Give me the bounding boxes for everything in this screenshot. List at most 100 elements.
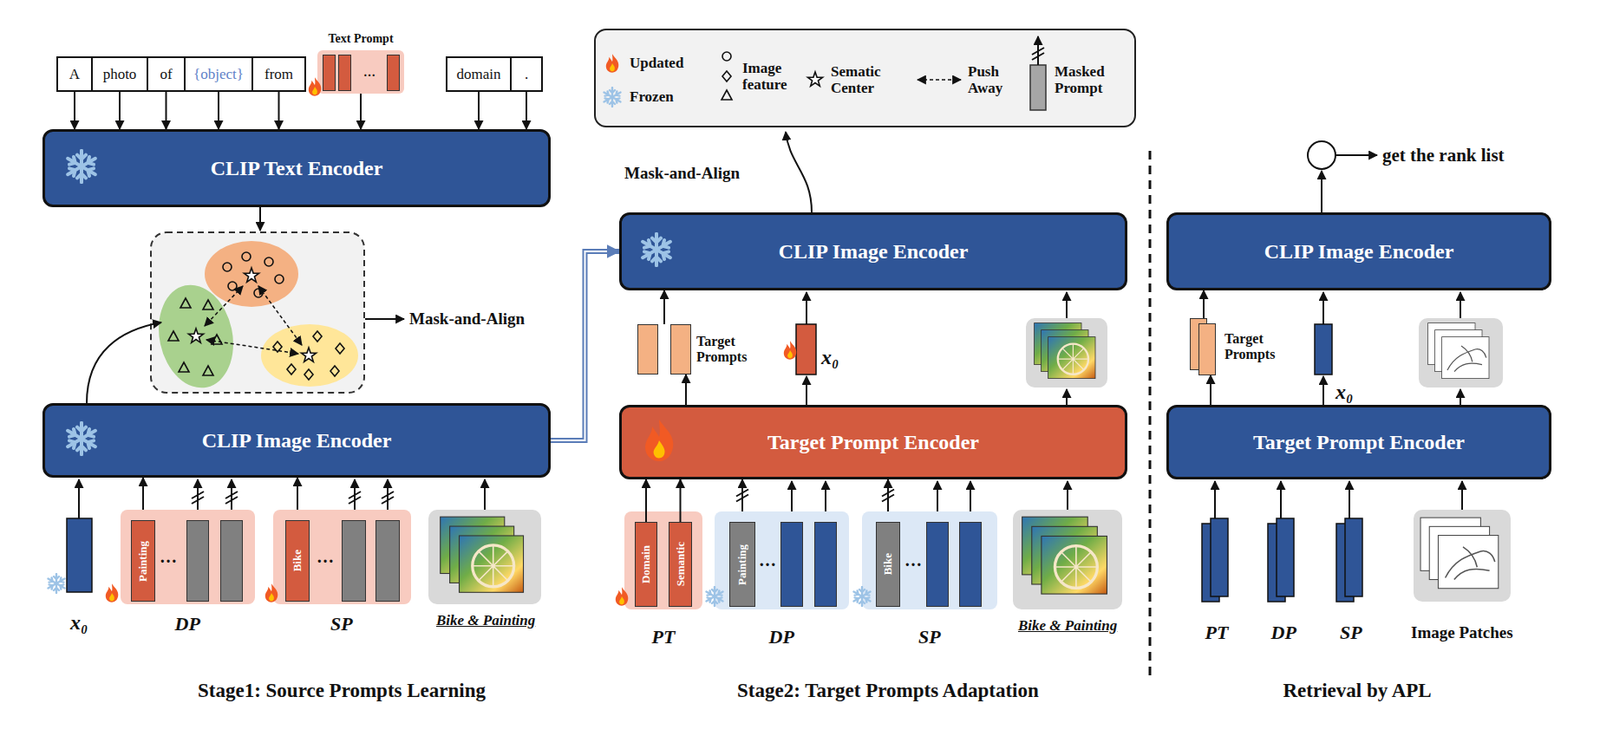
node-text: Painting bbox=[735, 544, 750, 586]
image-stack bbox=[1428, 323, 1489, 379]
encoder-block: Target Prompt Encoder bbox=[1166, 404, 1552, 480]
connector-line bbox=[685, 374, 687, 405]
connector bbox=[119, 91, 121, 130]
caption-label: DP bbox=[1271, 621, 1297, 645]
legend-text: Image feature bbox=[742, 59, 805, 94]
connector-line bbox=[118, 91, 121, 130]
feature-cluster bbox=[264, 257, 274, 267]
updated-icon bbox=[615, 587, 629, 607]
connector bbox=[646, 479, 647, 523]
node-text: Bike bbox=[290, 549, 305, 572]
flow-arrow bbox=[86, 322, 162, 404]
node-text: … bbox=[316, 547, 334, 568]
prompt-token-bar bbox=[670, 324, 692, 375]
legend-text: Sematic Center bbox=[830, 63, 901, 98]
mask-break bbox=[736, 489, 749, 503]
prompt-token-bar bbox=[814, 522, 837, 608]
feature-cluster bbox=[287, 364, 296, 375]
caption-label: x₀ bbox=[821, 346, 839, 370]
flow-arrow bbox=[259, 207, 262, 231]
target-prompts: Target Prompts bbox=[635, 324, 693, 375]
legend-text: Frozen bbox=[629, 88, 708, 106]
connector-line bbox=[679, 479, 682, 523]
prompt-bar: Semantic bbox=[668, 522, 693, 608]
connector-line bbox=[278, 91, 281, 130]
legend-text: Masked Prompt bbox=[1054, 63, 1130, 98]
frozen-icon bbox=[46, 574, 66, 594]
token-box: of bbox=[146, 56, 186, 92]
caption-label: Retrieval by APL bbox=[1283, 679, 1432, 703]
connector-line bbox=[217, 91, 220, 130]
updated-icon bbox=[105, 583, 119, 603]
prompt-group: …Painting bbox=[120, 509, 255, 605]
prompt-group: … Bike bbox=[273, 509, 412, 605]
feature-cluster bbox=[206, 339, 299, 354]
flow-arrow bbox=[936, 481, 939, 512]
node-text: CLIP Image Encoder bbox=[1264, 240, 1455, 264]
node-text: … bbox=[904, 550, 922, 571]
feature-cluster bbox=[228, 281, 237, 291]
encoder-block: CLIP Image Encoder bbox=[42, 403, 551, 478]
caption-label: SP bbox=[330, 613, 353, 636]
node-text: of bbox=[159, 65, 172, 84]
prompt-token-bar bbox=[637, 324, 659, 375]
feature-cluster bbox=[202, 365, 214, 376]
prompt-token-bar bbox=[1345, 518, 1363, 597]
flow-arrow bbox=[805, 292, 808, 325]
prompt-token-bar bbox=[796, 324, 817, 375]
caption-label: Bike & Painting bbox=[1018, 617, 1117, 635]
mask-break bbox=[191, 491, 394, 504]
node-text: … bbox=[758, 550, 777, 571]
feature-cluster bbox=[168, 331, 179, 341]
caption-label: Bike & Painting bbox=[436, 612, 536, 630]
feature-cluster bbox=[180, 298, 191, 308]
feature-cluster bbox=[204, 241, 299, 307]
flow-arrow bbox=[1214, 481, 1216, 519]
prompt-token-bar bbox=[1314, 324, 1333, 375]
flow-arrow bbox=[1065, 292, 1068, 319]
caption-label: SP bbox=[1339, 621, 1363, 645]
connector bbox=[679, 479, 681, 523]
encoder-block: CLIP Text Encoder bbox=[42, 129, 551, 208]
image-stack bbox=[1012, 509, 1123, 610]
token-box: {object} bbox=[183, 56, 254, 92]
prompt-token-bar bbox=[220, 520, 243, 602]
image-stack bbox=[1418, 318, 1503, 388]
node-text: domain bbox=[457, 65, 502, 84]
flow-arrow bbox=[1322, 376, 1325, 405]
feature-cluster bbox=[254, 288, 263, 298]
feature-cluster bbox=[243, 267, 259, 282]
node-text: Target Prompts bbox=[1224, 331, 1294, 364]
connector-line bbox=[477, 91, 480, 130]
connector bbox=[550, 251, 620, 441]
prompt-token-bar bbox=[780, 522, 804, 608]
flow-arrow bbox=[969, 481, 972, 512]
feature-cluster bbox=[202, 300, 214, 310]
caption-label: Image Patches bbox=[1410, 623, 1514, 643]
connector bbox=[1203, 290, 1205, 319]
prompt-token-bar bbox=[926, 522, 949, 608]
flow-arrow bbox=[1065, 389, 1068, 405]
node-text: photo bbox=[103, 65, 138, 84]
feature-cluster bbox=[178, 362, 190, 373]
updated-icon bbox=[783, 340, 797, 360]
flow-arrow bbox=[365, 318, 405, 320]
score-node bbox=[1307, 141, 1336, 170]
token-box: from bbox=[251, 56, 307, 92]
connector-line bbox=[550, 251, 608, 441]
node-text: Painting bbox=[136, 541, 151, 582]
connector-line bbox=[1202, 290, 1205, 319]
flow-arrow bbox=[1335, 154, 1378, 157]
feature-cluster bbox=[261, 324, 359, 387]
flow-arrow bbox=[1066, 481, 1069, 510]
prompt-bar: Painting bbox=[729, 522, 756, 608]
legend-text: Updated bbox=[629, 54, 708, 72]
node-text: from bbox=[264, 65, 294, 84]
caption-label: get the rank list bbox=[1382, 144, 1505, 167]
connector-line bbox=[73, 91, 76, 130]
prompt-token-bar bbox=[375, 520, 400, 602]
prompt-token-bar bbox=[1276, 518, 1294, 597]
flow-arrow bbox=[483, 479, 486, 510]
feature-cluster bbox=[330, 365, 340, 377]
prompt-group: … Painting bbox=[714, 511, 849, 610]
